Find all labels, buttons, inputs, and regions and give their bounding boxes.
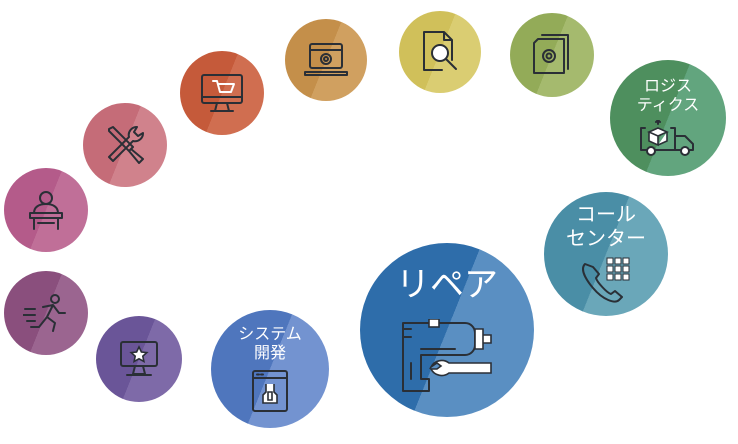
service-circle-presenter[interactable] [4,168,88,252]
monitor-cart-icon [199,72,245,114]
delivery-truck-icon [637,120,699,160]
service-circle-logistics[interactable]: ロジス ティクス [610,60,726,176]
service-label-sysdev: システム 開発 [238,323,302,362]
runner-icon [23,293,69,333]
service-circle-runner[interactable] [4,271,88,355]
presenter-icon [26,189,66,231]
service-circle-doc-settings[interactable] [510,13,594,97]
app-window-icon [250,368,290,414]
document-gear-icon [532,33,572,77]
service-label-logistics: ロジス ティクス [636,75,700,114]
service-circle-callcenter[interactable]: コール センター [544,192,668,316]
service-circle-laptop-settings[interactable] [285,19,367,101]
phone-keypad-icon [579,256,633,306]
service-circle-repair[interactable]: リペア [360,243,534,417]
service-circle-sysdev[interactable]: システム 開発 [211,310,329,428]
document-search-icon [420,29,460,75]
laptop-gear-icon [303,40,349,80]
service-label-callcenter: コール センター [566,202,646,250]
service-circle-ecommerce[interactable] [180,51,264,135]
service-circle-display[interactable] [96,316,182,402]
monitor-star-icon [117,339,161,379]
service-label-repair: リペア [396,264,498,305]
service-circle-doc-search[interactable] [399,11,481,93]
service-circle-tools[interactable] [83,103,167,187]
tools-icon [103,123,147,167]
drill-wrench-icon [399,319,495,395]
